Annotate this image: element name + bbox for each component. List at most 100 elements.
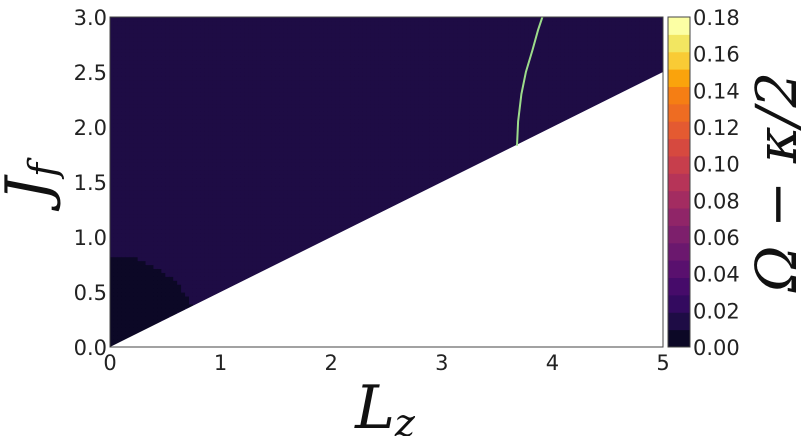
heatmap-cell — [189, 209, 194, 215]
heatmap-cell — [125, 127, 131, 132]
heatmap-cell — [315, 115, 320, 120]
heatmap-cell — [157, 185, 162, 191]
heatmap-cell — [343, 221, 348, 226]
heatmap-cell — [236, 111, 241, 116]
heatmap-cell — [331, 52, 336, 57]
heatmap-cell — [295, 123, 301, 128]
heatmap-cell — [271, 142, 277, 148]
heatmap-cell — [117, 40, 123, 46]
heatmap-cell — [268, 91, 273, 97]
heatmap-cell — [311, 134, 316, 140]
heatmap-cell — [264, 20, 269, 26]
heatmap-cell — [113, 213, 119, 218]
heatmap-cell — [161, 52, 166, 57]
heatmap-cell — [287, 79, 293, 85]
heatmap-cell — [232, 72, 237, 77]
heatmap-cell — [260, 174, 265, 179]
heatmap-cell — [133, 260, 139, 266]
heatmap-cell — [236, 107, 241, 112]
heatmap-cell — [252, 52, 257, 57]
heatmap-cell — [224, 154, 230, 160]
heatmap-cell — [181, 276, 186, 281]
heatmap-cell — [252, 189, 257, 195]
heatmap-cell — [177, 64, 182, 69]
heatmap-cell — [268, 95, 273, 101]
heatmap-cell — [335, 134, 340, 140]
heatmap-cell — [236, 189, 241, 195]
heatmap-cell — [121, 229, 127, 234]
heatmap-cell — [279, 68, 285, 73]
heatmap-cell — [133, 20, 139, 26]
heatmap-cell — [268, 150, 273, 156]
heatmap-cell — [196, 142, 202, 148]
heatmap-cell — [196, 24, 202, 30]
heatmap-cell — [228, 264, 234, 270]
heatmap-cell — [196, 111, 202, 116]
heatmap-cell — [248, 150, 253, 156]
heatmap-cell — [287, 201, 293, 207]
heatmap-cell — [327, 225, 332, 230]
heatmap-cell — [315, 209, 320, 215]
heatmap-cell — [307, 87, 313, 93]
heatmap-cell — [137, 146, 143, 152]
heatmap-cell — [228, 130, 234, 136]
heatmap-cell — [185, 252, 190, 258]
heatmap-cell — [204, 178, 210, 183]
heatmap-cell — [185, 244, 190, 250]
heatmap-cell — [236, 162, 241, 167]
heatmap-cell — [189, 205, 194, 211]
heatmap-cell — [220, 288, 226, 293]
heatmap-cell — [256, 260, 261, 266]
heatmap-cell — [216, 32, 222, 38]
heatmap-cell — [279, 48, 285, 53]
heatmap-cell — [204, 40, 210, 46]
heatmap-cell — [113, 64, 119, 69]
heatmap-cell — [240, 213, 245, 218]
heatmap-cell — [307, 44, 313, 50]
heatmap-cell — [279, 146, 285, 152]
heatmap-cell — [141, 17, 147, 22]
heatmap-cell — [228, 229, 234, 234]
heatmap-cell — [244, 138, 249, 144]
heatmap-cell — [252, 182, 257, 187]
heatmap-cell — [165, 60, 170, 65]
heatmap-cell — [279, 248, 285, 254]
heatmap-cell — [256, 60, 261, 65]
heatmap-cell — [212, 233, 218, 238]
heatmap-cell — [169, 52, 174, 57]
heatmap-cell — [224, 272, 230, 277]
heatmap-cell — [121, 221, 127, 226]
heatmap-cell — [331, 158, 336, 163]
heatmap-cell — [315, 193, 320, 199]
heatmap-cell — [236, 83, 241, 89]
heatmap-cell — [244, 248, 249, 254]
heatmap-cell — [185, 295, 190, 301]
heatmap-cell — [173, 284, 178, 289]
heatmap-cell — [169, 107, 174, 112]
heatmap-cell — [200, 72, 206, 77]
heatmap-cell — [220, 197, 226, 203]
heatmap-cell — [141, 225, 147, 230]
heatmap-cell — [236, 138, 241, 144]
heatmap-cell — [256, 225, 261, 230]
heatmap-cell — [283, 244, 289, 250]
heatmap-cell — [283, 111, 289, 116]
heatmap-cell — [161, 315, 166, 321]
heatmap-cell — [220, 115, 226, 120]
heatmap-cell — [181, 284, 186, 289]
heatmap-cell — [204, 229, 210, 234]
heatmap-cell — [141, 91, 147, 97]
heatmap-cell — [129, 288, 135, 293]
heatmap-cell — [295, 166, 301, 171]
heatmap-cell — [208, 158, 214, 163]
heatmap-cell — [110, 134, 115, 140]
heatmap-cell — [173, 233, 178, 238]
heatmap-cell — [204, 193, 210, 199]
heatmap-cell — [161, 150, 166, 156]
heatmap-cell — [343, 185, 348, 191]
heatmap-cell — [145, 119, 151, 124]
heatmap-cell — [260, 256, 265, 262]
heatmap-cell — [145, 288, 151, 293]
heatmap-cell — [173, 28, 178, 34]
